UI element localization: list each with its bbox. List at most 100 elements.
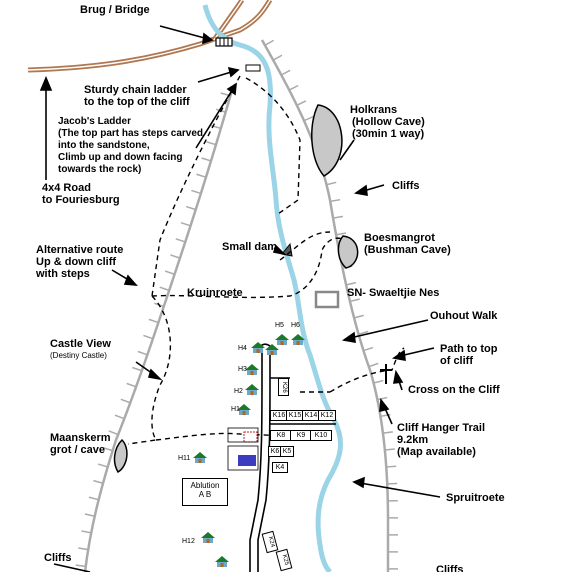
label-chain-ladder-2: to the top of the cliff	[84, 96, 190, 108]
label-chain-ladder-1: Sturdy chain ladder	[84, 84, 187, 96]
campsite-blue	[238, 455, 256, 466]
cliff-tick	[102, 446, 113, 452]
hut-label-h12: H12	[182, 538, 195, 545]
unit-k10: K10	[310, 430, 332, 441]
cliff-tick	[353, 314, 364, 319]
cliff-tick	[88, 496, 99, 501]
label-cliffs-left: Cliffs	[44, 552, 72, 564]
cliff-tick	[368, 362, 379, 368]
cliff-tick	[296, 100, 307, 106]
cliff-tick	[384, 448, 395, 451]
cliff-tick	[114, 414, 125, 420]
cliff-tick	[120, 398, 131, 404]
right-cliff-line	[260, 39, 390, 572]
cliff-tick	[345, 281, 357, 286]
label-path-top-2: of cliff	[440, 355, 473, 367]
cliff-tick	[335, 232, 347, 236]
cliff-tick	[170, 254, 181, 259]
unit-k8: K8	[270, 430, 292, 441]
cliff-tick	[84, 513, 95, 517]
hut-icon	[215, 556, 229, 567]
cliff-tick	[185, 205, 196, 211]
cliff-tick	[272, 54, 283, 61]
river	[202, 4, 343, 572]
cliff-tick	[97, 463, 108, 468]
label-jacobs-ladder: Jacob's Ladder	[58, 116, 131, 127]
cliff-tick	[264, 39, 275, 46]
unit-k9: K9	[290, 430, 312, 441]
label-cliff-hanger: Cliff Hanger Trail	[397, 422, 486, 434]
label-kruinroete: Kruinroete	[187, 287, 243, 299]
hut-icon	[251, 342, 265, 353]
label-cliffs-bottom: Cliffs	[436, 564, 464, 572]
cliff-tick	[196, 173, 207, 178]
label-cliffs-right: Cliffs	[392, 180, 420, 192]
cliff-tick	[288, 84, 299, 91]
ablution-block: Ablution A B	[182, 478, 228, 506]
cliff-tick	[132, 366, 143, 372]
label-alt-route-2: Up & down cliff	[36, 256, 117, 268]
cliff-tick	[280, 69, 291, 76]
cliff-tick	[159, 286, 170, 292]
label-holkrans-2: (Hollow Cave)	[352, 116, 425, 128]
cliff-tick	[206, 141, 217, 146]
hut-label-h3: H3	[238, 366, 247, 373]
cliff-tick	[201, 157, 212, 162]
unit-k12: K12	[318, 410, 336, 421]
cliff-tick	[81, 530, 92, 534]
label-path-top-1: Path to top	[440, 343, 498, 355]
cliff-tick	[382, 431, 393, 434]
label-boesmangrot: Boesmangrot	[364, 232, 435, 244]
label-destiny-castle: (Destiny Castle)	[50, 351, 107, 360]
cliff-tick	[164, 270, 175, 275]
left-cliff-line	[83, 89, 234, 572]
hut-icon	[265, 344, 279, 355]
camp-roads	[249, 343, 336, 572]
hut-label-h1: H1	[231, 406, 240, 413]
label-road-2: to Fouriesburg	[42, 194, 120, 206]
cliff-tick	[349, 298, 360, 303]
cliff-tick	[373, 379, 384, 384]
label-road-1: 4x4 Road	[42, 182, 91, 194]
cross-icon	[380, 364, 392, 384]
label-ouhout-walk: Ouhout Walk	[430, 310, 498, 322]
label-castle-view: Castle View	[50, 338, 111, 350]
label-cliff-hanger-distance: 9.2km	[397, 434, 429, 446]
hut-label-h4: H4	[238, 345, 247, 352]
hut-label-h6: H6	[291, 322, 300, 329]
cliff-tick	[93, 479, 104, 484]
cliff-tick	[303, 115, 314, 122]
hut-label-h2: H2	[234, 388, 243, 395]
cliff-tick	[191, 189, 202, 195]
left-cliff-ticks	[75, 92, 231, 568]
hut-icon	[245, 384, 259, 395]
label-cross-on-cliff: Cross on the Cliff	[408, 384, 500, 396]
cliff-tick	[75, 564, 86, 568]
swaeltjie-nes-icon	[314, 290, 340, 309]
hut-icon	[245, 364, 259, 375]
label-maanskerm: Maanskerm	[50, 432, 111, 444]
label-swaeltjie-nes: SN- Swaeltjie Nes	[347, 287, 440, 299]
cliff-tick	[363, 346, 374, 352]
label-jacobs-4: Climb up and down facing	[58, 152, 183, 163]
label-spruitroete: Spruitroete	[446, 492, 505, 504]
ablution-label: Ablution	[190, 481, 220, 490]
cliff-tick	[143, 334, 154, 340]
cliff-tick	[332, 215, 344, 219]
maanskerm-cave-icon	[113, 438, 128, 474]
label-jacobs-5: towards the rock)	[58, 164, 142, 175]
hut-icon	[237, 404, 251, 415]
cliff-tick	[175, 238, 186, 243]
boesmangrot-cave-icon	[337, 235, 359, 269]
cliff-tick	[358, 330, 369, 336]
cliff-tick	[108, 430, 119, 436]
label-boesmangrot-2: (Bushman Cave)	[364, 244, 451, 256]
hut-icon	[275, 334, 289, 345]
label-maanskerm-2: grot / cave	[50, 444, 106, 456]
label-bridge: Brug / Bridge	[80, 4, 150, 16]
label-holkrans-3: (30min 1 way)	[352, 128, 425, 140]
ablution-ab: A B	[198, 490, 212, 499]
unit-k5: K5	[280, 446, 294, 457]
